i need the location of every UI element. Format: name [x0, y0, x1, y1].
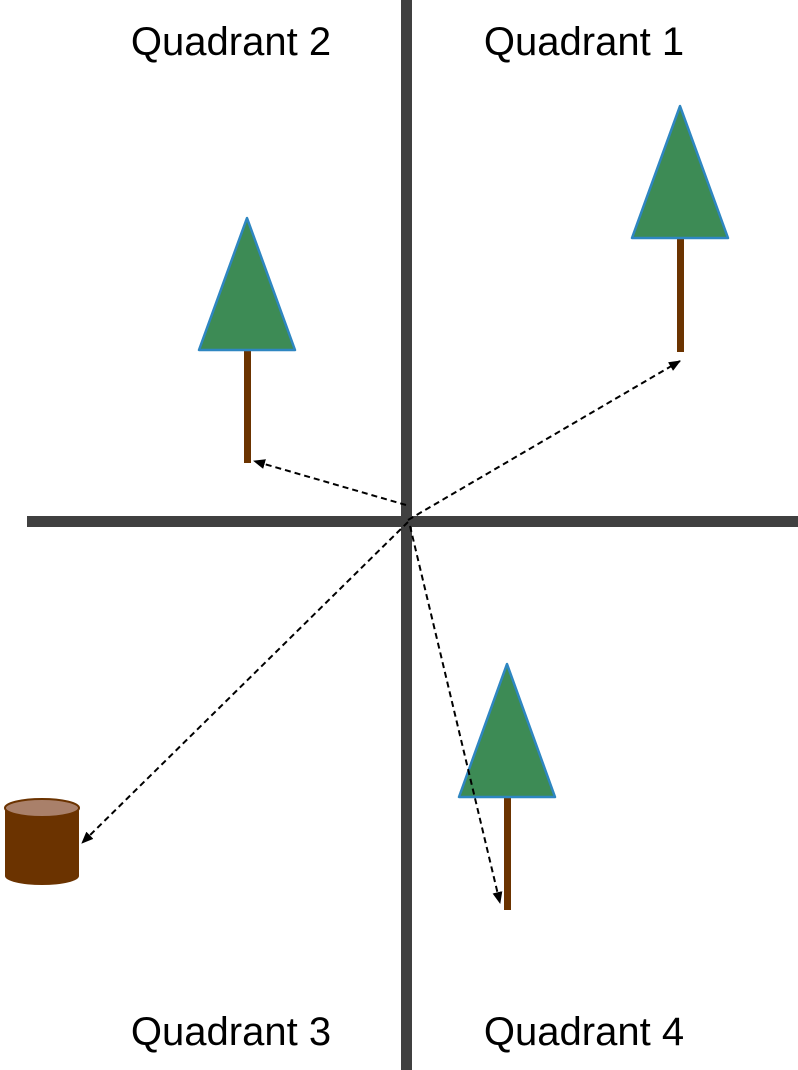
- quadrant-1-label: Quadrant 1: [483, 20, 685, 64]
- tree-trunk: [244, 350, 251, 463]
- quadrant-2-label: Quadrant 2: [130, 20, 332, 64]
- horizontal-axis: [27, 516, 798, 527]
- stump-quadrant-3: [4, 798, 80, 885]
- tree-quadrant-2: [197, 216, 297, 463]
- quadrant-4-label: Quadrant 4: [483, 1010, 685, 1054]
- stump-body: [5, 808, 79, 885]
- quadrant-3-label: Quadrant 3: [130, 1010, 332, 1054]
- tree-foliage: [457, 662, 557, 799]
- tree-quadrant-4: [457, 662, 557, 910]
- tree-quadrant-1: [630, 104, 730, 352]
- tree-foliage: [197, 216, 297, 352]
- arrow-to-quadrant-3: [81, 521, 409, 844]
- tree-foliage: [630, 104, 730, 240]
- arrow-to-quadrant-1: [407, 360, 681, 521]
- vertical-axis: [401, 0, 412, 1070]
- tree-trunk: [677, 238, 684, 352]
- stump-top: [4, 798, 80, 818]
- arrow-to-quadrant-2: [253, 459, 407, 506]
- arrow-to-quadrant-4: [409, 525, 503, 904]
- tree-trunk: [504, 797, 511, 910]
